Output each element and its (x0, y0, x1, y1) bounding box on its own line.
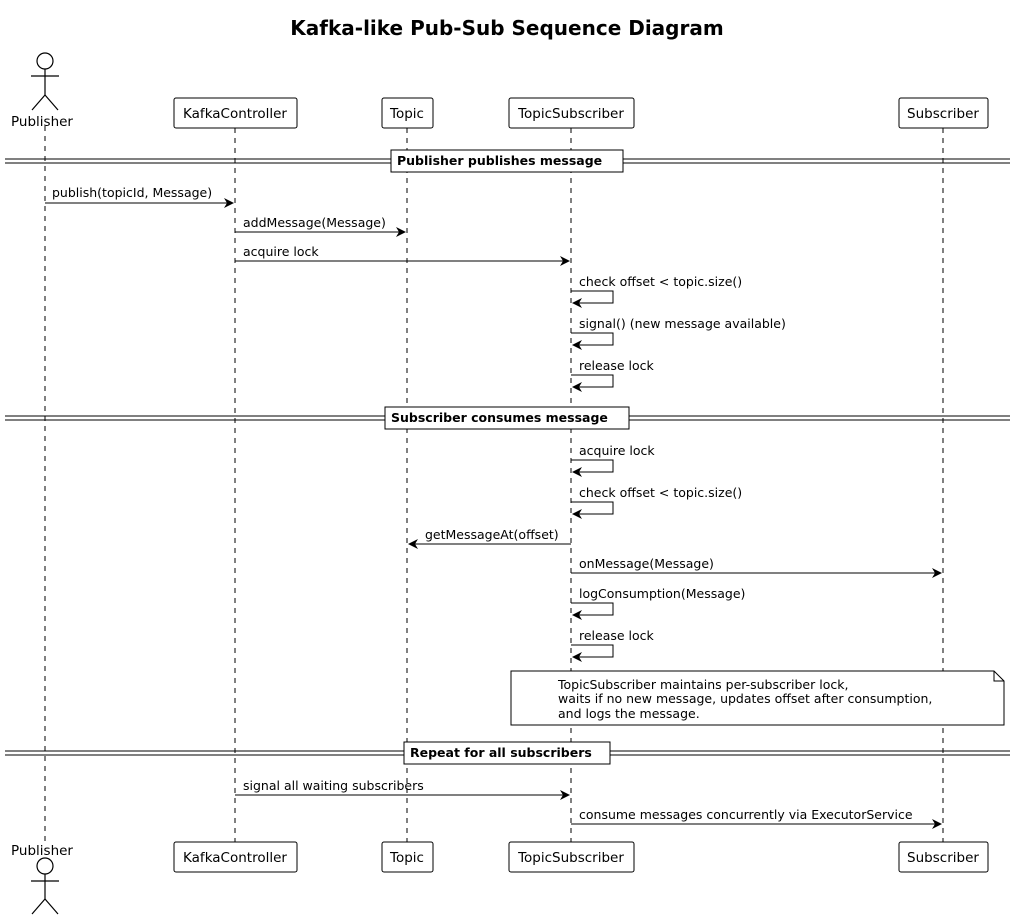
participant-label-subscriber: Subscriber (907, 850, 979, 866)
messages-3 (235, 790, 942, 829)
message-labels-3: signal all waiting subscribers consume m… (243, 778, 913, 822)
self-message-arrow (571, 374, 614, 392)
message-labels-2: acquire lock check offset < topic.size()… (425, 443, 745, 643)
divider-subscriber-consumes: Subscriber consumes message (5, 406, 1010, 430)
note: TopicSubscriber maintains per-subscriber… (510, 670, 1005, 726)
note-line: waits if no new message, updates offset … (558, 691, 932, 706)
note-line: TopicSubscriber maintains per-subscriber… (557, 677, 848, 692)
participant-label-publisher: Publisher (11, 843, 73, 859)
self-message-arrow (571, 459, 614, 477)
message-label: onMessage(Message) (579, 556, 714, 571)
divider-publisher-publishes: Publisher publishes message (5, 149, 1010, 173)
participant-box-topic (381, 841, 434, 873)
message-label: getMessageAt(offset) (425, 527, 559, 542)
participant-label-kafka-controller: KafkaController (183, 106, 287, 122)
diagram-title: Kafka-like Pub-Sub Sequence Diagram (290, 16, 723, 40)
message-label: acquire lock (243, 244, 319, 259)
message-label: signal all waiting subscribers (243, 778, 424, 793)
message-label: release lock (579, 628, 655, 643)
participant-box-subscriber (898, 841, 989, 873)
participant-label-topic: Topic (389, 850, 424, 866)
participant-label-publisher: Publisher (11, 114, 73, 130)
participant-box-kafka-controller (173, 841, 298, 873)
divider-label: Repeat for all subscribers (410, 745, 592, 760)
note-box (510, 670, 1005, 726)
divider-label: Publisher publishes message (397, 153, 602, 168)
participant-box-topic-subscriber (508, 97, 635, 129)
participant-label-topic: Topic (389, 106, 424, 122)
participant-box-topic (381, 97, 434, 129)
self-message-arrow (571, 602, 614, 620)
participant-label-topic-subscriber: TopicSubscriber (517, 850, 624, 866)
participant-label-topic-subscriber: TopicSubscriber (517, 106, 624, 122)
messages-2 (408, 459, 942, 662)
actor-left-leg (31, 94, 46, 111)
divider-label: Subscriber consumes message (391, 410, 608, 425)
participant-box-topic-subscriber (508, 841, 635, 873)
divider-repeat: Repeat for all subscribers (5, 741, 1010, 765)
actor-right-leg (44, 898, 59, 915)
messages (45, 198, 614, 392)
message-label: check offset < topic.size() (579, 485, 742, 500)
participant-box-subscriber (898, 97, 989, 129)
message-label: consume messages concurrently via Execut… (579, 807, 913, 822)
self-message-arrow (571, 290, 614, 308)
message-label: check offset < topic.size() (579, 274, 742, 289)
note-fold (993, 671, 1004, 682)
participant-label-subscriber: Subscriber (907, 106, 979, 122)
participants-top: Publisher KafkaController Topic TopicSub… (11, 52, 989, 130)
self-message-arrow (571, 644, 614, 662)
lifelines (44, 126, 944, 843)
message-label: publish(topicId, Message) (52, 185, 212, 200)
note-line: and logs the message. (558, 706, 700, 721)
message-label: addMessage(Message) (243, 215, 386, 230)
actor-publisher-bottom (31, 857, 59, 915)
participant-box-kafka-controller (173, 97, 298, 129)
actor-head (36, 52, 54, 70)
actor-publisher-top (31, 52, 59, 111)
message-labels-1: publish(topicId, Message) addMessage(Mes… (52, 185, 786, 373)
participant-label-kafka-controller: KafkaController (183, 850, 287, 866)
message-label: signal() (new message available) (579, 316, 786, 331)
self-message-arrow (571, 501, 614, 519)
participants-bottom: Publisher KafkaController Topic TopicSub… (11, 841, 989, 915)
message-label: release lock (579, 358, 655, 373)
message-label: logConsumption(Message) (579, 586, 745, 601)
actor-right-leg (44, 94, 59, 111)
message-label: acquire lock (579, 443, 655, 458)
self-message-arrow (571, 332, 614, 350)
actor-head (36, 857, 54, 875)
actor-left-leg (31, 898, 46, 915)
